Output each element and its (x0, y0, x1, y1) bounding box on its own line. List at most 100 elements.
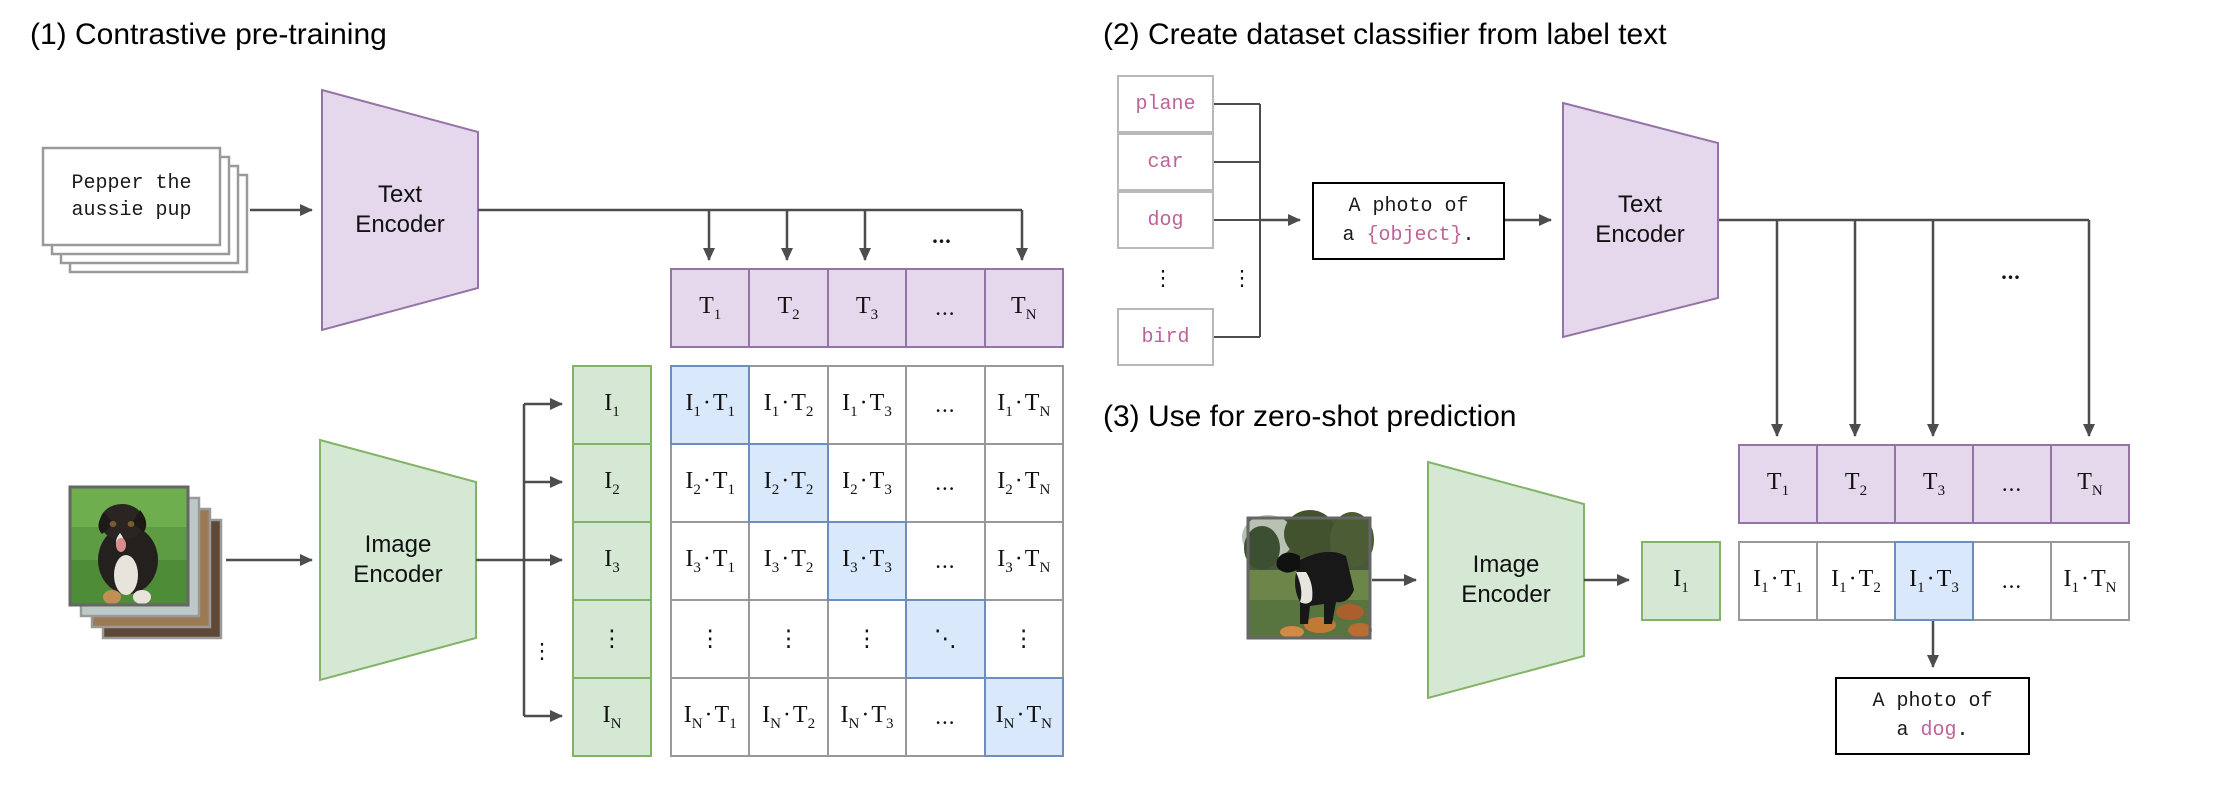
cell-text: ... (935, 548, 956, 573)
cell-text: ⋮ (777, 626, 801, 652)
cell-text: I1·T1 (1753, 565, 1803, 596)
similarity-matrix-cell: ... (905, 521, 986, 601)
text-encoder-2-shape (1562, 101, 1719, 339)
class-label-cell-plane: plane (1117, 75, 1214, 133)
similarity-matrix-cell: I1·T3 (826, 365, 908, 445)
similarity-matrix-cell: ⋮ (670, 599, 751, 679)
cell-text: I1·T3 (1909, 565, 1959, 596)
similarity-matrix-cell: ... (905, 443, 986, 523)
text-embedding-cell: T3 (826, 268, 908, 348)
cell-text: IN (602, 701, 622, 732)
class-label-text: car (1147, 150, 1184, 174)
cell-text: I3·TN (997, 545, 1051, 576)
class-label-cell-bird: bird (1117, 308, 1214, 366)
image-encoder-shape (319, 438, 477, 682)
cell-text: I3 (604, 545, 620, 576)
similarity-matrix-cell: I1·T1 (670, 365, 751, 445)
similarity-matrix-cell: I2·TN (983, 443, 1064, 523)
text-embedding-cell: T2 (748, 268, 829, 348)
text-encoder-shape (321, 88, 479, 332)
cell-text: I2·T3 (842, 467, 892, 498)
image-embedding-cell: IN (572, 677, 652, 757)
similarity-matrix-cell: ⋮ (826, 599, 908, 679)
class-label-cell-car: car (1117, 133, 1214, 191)
zeroshot-text-embedding-cell: T2 (1816, 444, 1896, 524)
similarity-matrix-cell: IN·T1 (670, 677, 751, 757)
similarity-matrix-cell: I3·TN (983, 521, 1064, 601)
cell-text: IN·T3 (840, 701, 894, 732)
right-bottom-arrows (1372, 574, 1939, 668)
cell-text: ... (935, 704, 956, 729)
zeroshot-similarity-cell: I1·T3 (1894, 541, 1974, 621)
cell-text: ... (935, 295, 956, 320)
text-embedding-cell: TN (983, 268, 1064, 348)
similarity-matrix-cell: I3·T3 (826, 521, 908, 601)
cell-text: T3 (855, 292, 879, 323)
cell-text: TN (2077, 468, 2103, 499)
zeroshot-text-embedding-cell: TN (2050, 444, 2130, 524)
cell-text: I1 (1673, 565, 1689, 596)
zeroshot-image-embedding-cell: I1 (1641, 541, 1721, 621)
similarity-matrix-cell: I2·T1 (670, 443, 751, 523)
dog-photo (1242, 510, 1374, 640)
cell-text: I3·T3 (842, 545, 892, 576)
cell-text: T3 (1922, 468, 1946, 499)
cell-text: I3·T1 (685, 545, 736, 576)
cell-text: ... (935, 470, 956, 495)
cell-text: I2·T1 (685, 467, 736, 498)
cell-text: I3·T2 (763, 545, 814, 576)
right-top-arrows (1260, 214, 2095, 437)
similarity-matrix-cell: ⋮ (748, 599, 829, 679)
image-embedding-cell: I1 (572, 365, 652, 445)
cell-text: I1·TN (997, 389, 1051, 420)
zeroshot-similarity-cell: I1·T2 (1816, 541, 1896, 621)
cell-text: IN·TN (995, 701, 1052, 732)
cell-text: ⋮ (855, 626, 879, 652)
cell-text: IN·T2 (762, 701, 816, 732)
text-embedding-cell: ... (905, 268, 986, 348)
cell-text: I1 (604, 389, 620, 420)
zeroshot-text-embedding-cell: T3 (1894, 444, 1974, 524)
similarity-matrix-cell: I2·T3 (826, 443, 908, 523)
cell-text: I2·T2 (763, 467, 814, 498)
text-embedding-cell: T1 (670, 268, 751, 348)
cell-text: ... (935, 392, 956, 417)
similarity-matrix-cell: I2·T2 (748, 443, 829, 523)
text-stack-pages (41, 146, 249, 274)
zeroshot-text-embedding-cell: ... (1972, 444, 2052, 524)
cell-text: T1 (1766, 468, 1790, 499)
zeroshot-similarity-cell: ... (1972, 541, 2052, 621)
image-embedding-cell: I3 (572, 521, 652, 601)
cell-text: I1·TN (2063, 565, 2117, 596)
cell-text: ... (2001, 568, 2023, 593)
image-embedding-cell: ⋮ (572, 599, 652, 679)
cell-text: TN (1011, 292, 1037, 323)
left-flow-arrows (226, 204, 1028, 722)
cell-text: T2 (777, 292, 800, 323)
cell-text: I2·TN (997, 467, 1051, 498)
similarity-matrix-cell: IN·T3 (826, 677, 908, 757)
similarity-matrix-cell: ... (905, 365, 986, 445)
class-label-text: dog (1147, 208, 1184, 232)
similarity-matrix-cell: I1·T2 (748, 365, 829, 445)
cell-text: I1·T2 (763, 389, 814, 420)
similarity-matrix-cell: I3·T2 (748, 521, 829, 601)
zeroshot-text-embedding-cell: T1 (1738, 444, 1818, 524)
class-label-text: bird (1141, 325, 1190, 349)
cell-text: T1 (699, 292, 722, 323)
zeroshot-similarity-cell: I1·T1 (1738, 541, 1818, 621)
similarity-matrix-cell: ... (905, 677, 986, 757)
zeroshot-similarity-cell: I1·TN (2050, 541, 2130, 621)
similarity-matrix-cell: ⋱ (905, 599, 986, 679)
cell-text: IN·T1 (683, 701, 737, 732)
class-label-text: plane (1135, 92, 1196, 116)
cell-text: ⋱ (933, 626, 957, 652)
similarity-matrix-cell: I1·TN (983, 365, 1064, 445)
similarity-matrix-cell: IN·TN (983, 677, 1064, 757)
cell-text: ⋮ (600, 626, 624, 652)
cell-text: ⋮ (698, 626, 722, 652)
similarity-matrix-cell: I3·T1 (670, 521, 751, 601)
